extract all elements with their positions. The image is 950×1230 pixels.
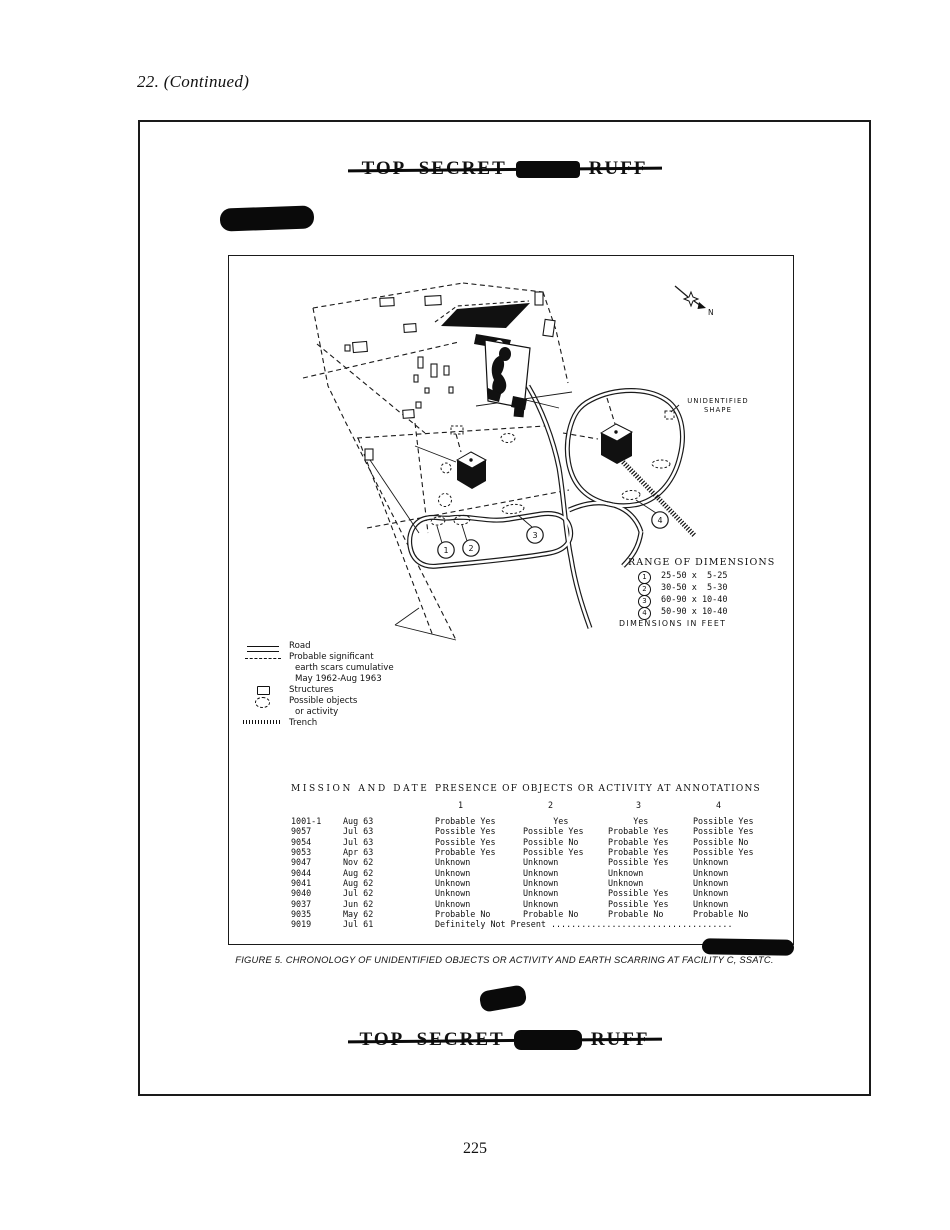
document-border-box: TOP SECRET RUFF [138, 120, 871, 1096]
table-col-2: 2 [548, 800, 554, 810]
north-label: N [708, 308, 714, 317]
dim-circle-4: 4 [638, 607, 651, 620]
table-col-3: 3 [636, 800, 642, 810]
trench-line [621, 460, 697, 538]
continuation-label: 22. (Continued) [137, 72, 250, 91]
possible-objects-symbol [255, 697, 270, 708]
large-building-complex [441, 303, 531, 418]
legend-objects-1: Possible objects [289, 696, 358, 706]
figure-caption: FIGURE 5. CHRONOLOGY OF UNIDENTIFIED OBJ… [235, 954, 774, 965]
dim-range-2: 30-50 x 5-30 [661, 583, 728, 593]
table-header-mission: MISSION AND DATE [291, 784, 430, 794]
figure-frame: N 1 2 3 4 UNIDEN [228, 255, 794, 945]
security-banner-top: TOP SECRET RUFF [347, 156, 662, 182]
table-col-1: 1 [458, 800, 464, 810]
table-header-presence: PRESENCE OF OBJECTS OR ACTIVITY AT ANNOT… [435, 784, 761, 794]
road-symbol [247, 646, 279, 652]
possible-object-marks [430, 433, 671, 526]
page-number: 225 [463, 1140, 487, 1157]
structures-symbol [257, 686, 270, 695]
dim-range-4: 50-90 x 10-40 [661, 607, 728, 617]
cube-structure-left [455, 451, 488, 489]
earth-scar-lines [302, 282, 616, 641]
structure-rects [344, 291, 556, 461]
legend-scars-1: Probable significant [289, 652, 374, 662]
legend-structures: Structures [289, 685, 334, 695]
redaction-blot [478, 984, 528, 1013]
annotation-1: 1 [443, 546, 448, 555]
annotation-markers: 1 2 3 4 [437, 511, 669, 559]
dim-range-3: 60-90 x 10-40 [661, 595, 728, 605]
legend-objects-2: or activity [295, 707, 339, 717]
annotation-3: 3 [532, 531, 537, 540]
roads-core [408, 385, 684, 629]
legend-scars-2: earth scars cumulative [295, 663, 394, 673]
unidentified-shape-symbol [664, 410, 675, 420]
annotation-2: 2 [468, 544, 473, 553]
table-col-4: 4 [716, 800, 722, 810]
dimensions-footer: DIMENSIONS IN FEET [619, 619, 727, 628]
legend-road: Road [289, 641, 311, 651]
north-arrow-icon: N [674, 285, 714, 317]
cube-structure-right [599, 423, 634, 464]
redaction-bar [219, 205, 315, 232]
legend-trench: Trench [289, 718, 318, 728]
dashed-structure-rects [450, 410, 675, 435]
trench-symbol [243, 720, 281, 724]
dimensions-title: RANGE OF DIMENSIONS [628, 557, 776, 568]
security-banner-bottom: TOP SECRET RUFF [347, 1027, 662, 1053]
unidentified-shape-label: UNIDENTIFIED SHAPE [687, 397, 749, 414]
earth-scars-symbol [245, 658, 281, 659]
facility-map: N 1 2 3 4 [302, 282, 714, 641]
legend-scars-3: May 1962-Aug 1963 [295, 674, 382, 684]
dim-range-1: 25-50 x 5-25 [661, 571, 728, 581]
annotation-4: 4 [657, 516, 662, 525]
